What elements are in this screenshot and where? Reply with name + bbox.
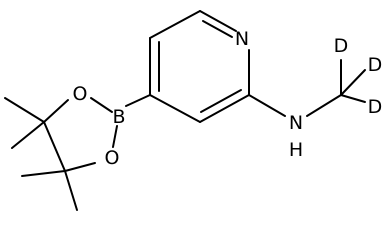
bond-c2-n xyxy=(248,94,286,117)
bond-c3-c2-inner xyxy=(200,89,242,113)
atom-label-pyridine-n: N xyxy=(235,28,249,50)
bond-c3-c2 xyxy=(199,94,250,123)
bond-c6-c5 xyxy=(149,10,201,39)
bond-c4-b xyxy=(125,94,151,107)
bond-b-o-upper xyxy=(90,97,113,113)
bond-o-c-lower xyxy=(64,162,96,172)
bond-b-o-lower xyxy=(112,125,118,148)
atom-label-oxygen-lower: O xyxy=(105,147,120,169)
bond-n-ch3 xyxy=(306,94,342,117)
bond-o-c-upper xyxy=(43,99,69,123)
pinacol-boronate-group xyxy=(4,94,151,211)
atom-label-boron: B xyxy=(112,106,125,128)
pyridine-ring xyxy=(149,10,250,123)
atom-label-deuterium-2: D xyxy=(368,54,383,76)
bond-c6-n1 xyxy=(199,10,237,32)
bond-c-d-upper-right xyxy=(340,69,366,96)
atom-label-deuterium-3: D xyxy=(368,96,383,118)
bond-c-c-ring xyxy=(43,121,66,172)
bond-c4-c3 xyxy=(149,94,201,123)
bond-c6-n1-inner xyxy=(202,20,233,38)
atom-label-oxygen-upper: O xyxy=(73,83,88,105)
bond-methyl-2 xyxy=(11,121,45,149)
chemical-structure: N N H B O O D D D xyxy=(4,10,383,211)
atom-label-amine-h: H xyxy=(289,139,303,161)
methylamino-group xyxy=(248,59,366,117)
atom-label-amine-n: N xyxy=(289,112,303,134)
atom-label-deuterium-1: D xyxy=(334,35,349,57)
bond-methyl-3 xyxy=(21,170,66,177)
bond-c-d-lower-right xyxy=(340,94,366,103)
bond-methyl-4 xyxy=(64,170,78,211)
bond-methyl-1 xyxy=(4,97,45,123)
